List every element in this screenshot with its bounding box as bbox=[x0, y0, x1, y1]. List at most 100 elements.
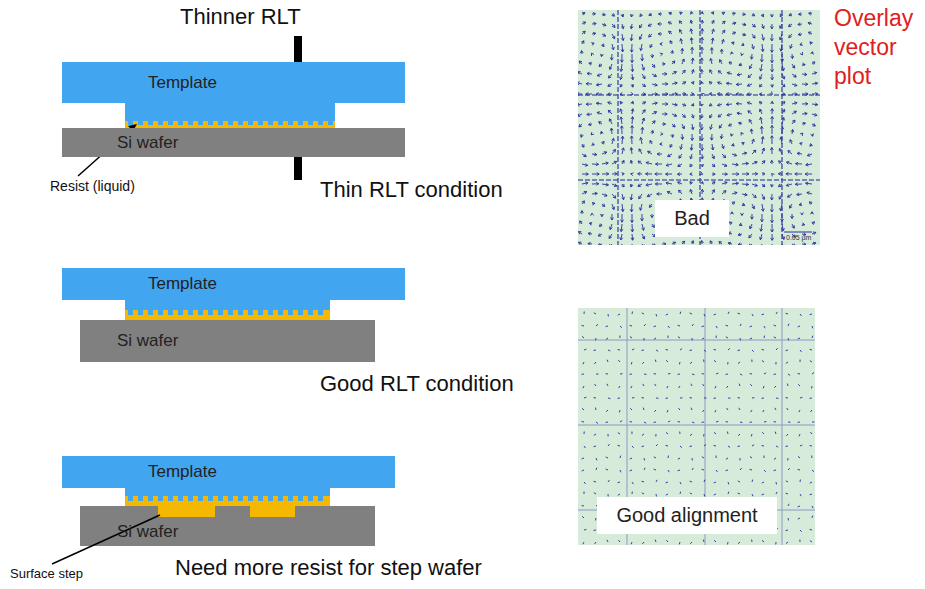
overlay-vector bbox=[720, 49, 723, 54]
template-mesa bbox=[125, 487, 330, 496]
overlay-vector bbox=[657, 192, 662, 195]
cross-section-step bbox=[52, 487, 375, 564]
overlay-vector bbox=[726, 421, 728, 422]
overlay-vector bbox=[772, 174, 775, 177]
overlay-vector bbox=[672, 114, 677, 117]
overlay-vector bbox=[752, 24, 755, 27]
overlay-vector bbox=[638, 184, 642, 187]
overlay-vector bbox=[710, 58, 713, 64]
overlay-vector bbox=[608, 314, 609, 316]
overlay-vector bbox=[657, 153, 662, 156]
overlay-vector bbox=[741, 133, 744, 136]
template-tooth bbox=[138, 496, 143, 501]
overlay-vector bbox=[792, 224, 795, 228]
overlay-vector bbox=[597, 73, 602, 76]
overlay-vector bbox=[618, 349, 620, 350]
overlay-vector bbox=[739, 122, 742, 125]
overlay-vector bbox=[580, 51, 583, 54]
overlay-vector bbox=[630, 34, 633, 41]
overlay-vector bbox=[672, 61, 675, 64]
overlay-vector bbox=[798, 422, 800, 423]
overlay-vector bbox=[639, 24, 642, 28]
template-tooth bbox=[288, 310, 293, 315]
overlay-vector bbox=[680, 349, 682, 350]
overlay-vector bbox=[655, 434, 656, 436]
overlay-vector bbox=[690, 434, 692, 436]
overlay-vector bbox=[609, 234, 612, 238]
overlay-vector bbox=[582, 516, 584, 518]
template-tooth bbox=[208, 496, 213, 501]
overlay-vector bbox=[584, 349, 586, 351]
overlay-vector bbox=[728, 312, 729, 314]
overlay-vector bbox=[642, 74, 645, 79]
overlay-vector bbox=[702, 410, 704, 412]
overlay-vector bbox=[742, 172, 749, 175]
overlay-vector bbox=[776, 492, 777, 494]
overlay-vector bbox=[682, 241, 685, 244]
node-text: Template bbox=[148, 274, 217, 294]
overlay-vector bbox=[660, 142, 663, 145]
overlay-vector bbox=[787, 408, 788, 410]
overlay-vector bbox=[738, 397, 740, 398]
overlay-vector bbox=[642, 244, 645, 245]
overlay-vector bbox=[702, 373, 704, 374]
overlay-vector bbox=[810, 361, 812, 362]
overlay-vector bbox=[631, 101, 634, 104]
overlay-vector bbox=[652, 102, 657, 105]
overlay-vector bbox=[662, 82, 668, 85]
overlay-vector bbox=[641, 127, 644, 134]
overlay-vector bbox=[662, 123, 665, 126]
overlay-vector bbox=[760, 126, 763, 134]
overlay-vector bbox=[764, 373, 766, 374]
template-mesa bbox=[125, 102, 335, 122]
overlay-vector bbox=[812, 373, 814, 374]
overlay-vector bbox=[612, 194, 616, 198]
overlay-vector bbox=[780, 137, 783, 144]
overlay-vector bbox=[602, 23, 606, 26]
cross-section-good bbox=[125, 299, 330, 320]
overlay-vector bbox=[762, 398, 764, 399]
overlay-vector bbox=[584, 312, 585, 314]
overlay-vector bbox=[812, 506, 813, 508]
overlay-vector bbox=[701, 164, 704, 167]
overlay-vector bbox=[812, 123, 815, 126]
overlay-vector bbox=[580, 221, 583, 224]
overlay-vector bbox=[800, 314, 801, 316]
overlay-vector bbox=[682, 59, 685, 64]
overlay-vector bbox=[799, 203, 802, 206]
overlay-vector bbox=[770, 136, 773, 144]
overlay-vector bbox=[643, 384, 644, 386]
overlay-vector bbox=[619, 410, 621, 412]
node-text: Bad bbox=[674, 207, 710, 230]
overlay-vector bbox=[779, 194, 782, 199]
overlay-vector bbox=[668, 336, 669, 339]
overlay-vector bbox=[722, 21, 725, 24]
overlay-vector bbox=[610, 214, 613, 220]
overlay-vector bbox=[640, 138, 643, 144]
template-tooth bbox=[228, 121, 233, 125]
overlay-vector bbox=[702, 326, 704, 328]
overlay-vector bbox=[620, 456, 622, 458]
dimension-label: Thinner RLT bbox=[180, 3, 301, 31]
overlay-vector bbox=[770, 204, 773, 212]
overlay-vector bbox=[798, 338, 800, 340]
overlay-vector bbox=[691, 384, 692, 386]
overlay-vector bbox=[651, 214, 654, 218]
field-grid bbox=[578, 340, 815, 341]
overlay-vector bbox=[582, 421, 584, 423]
overlay-vector bbox=[622, 173, 625, 176]
overlay-vector bbox=[631, 64, 634, 72]
overlay-vector bbox=[620, 244, 623, 245]
overlay-vector bbox=[677, 173, 682, 176]
overlay-vector bbox=[760, 234, 763, 240]
overlay-vector bbox=[726, 458, 728, 459]
overlay-vector bbox=[667, 410, 669, 412]
overlay-vector bbox=[792, 111, 796, 114]
template-tooth bbox=[148, 496, 153, 501]
overlay-vector bbox=[632, 349, 634, 350]
template-tooth bbox=[238, 310, 243, 315]
overlay-vector bbox=[607, 360, 609, 362]
overlay-vector bbox=[714, 349, 716, 351]
overlay-vector bbox=[595, 384, 596, 386]
template-tooth bbox=[148, 310, 153, 315]
